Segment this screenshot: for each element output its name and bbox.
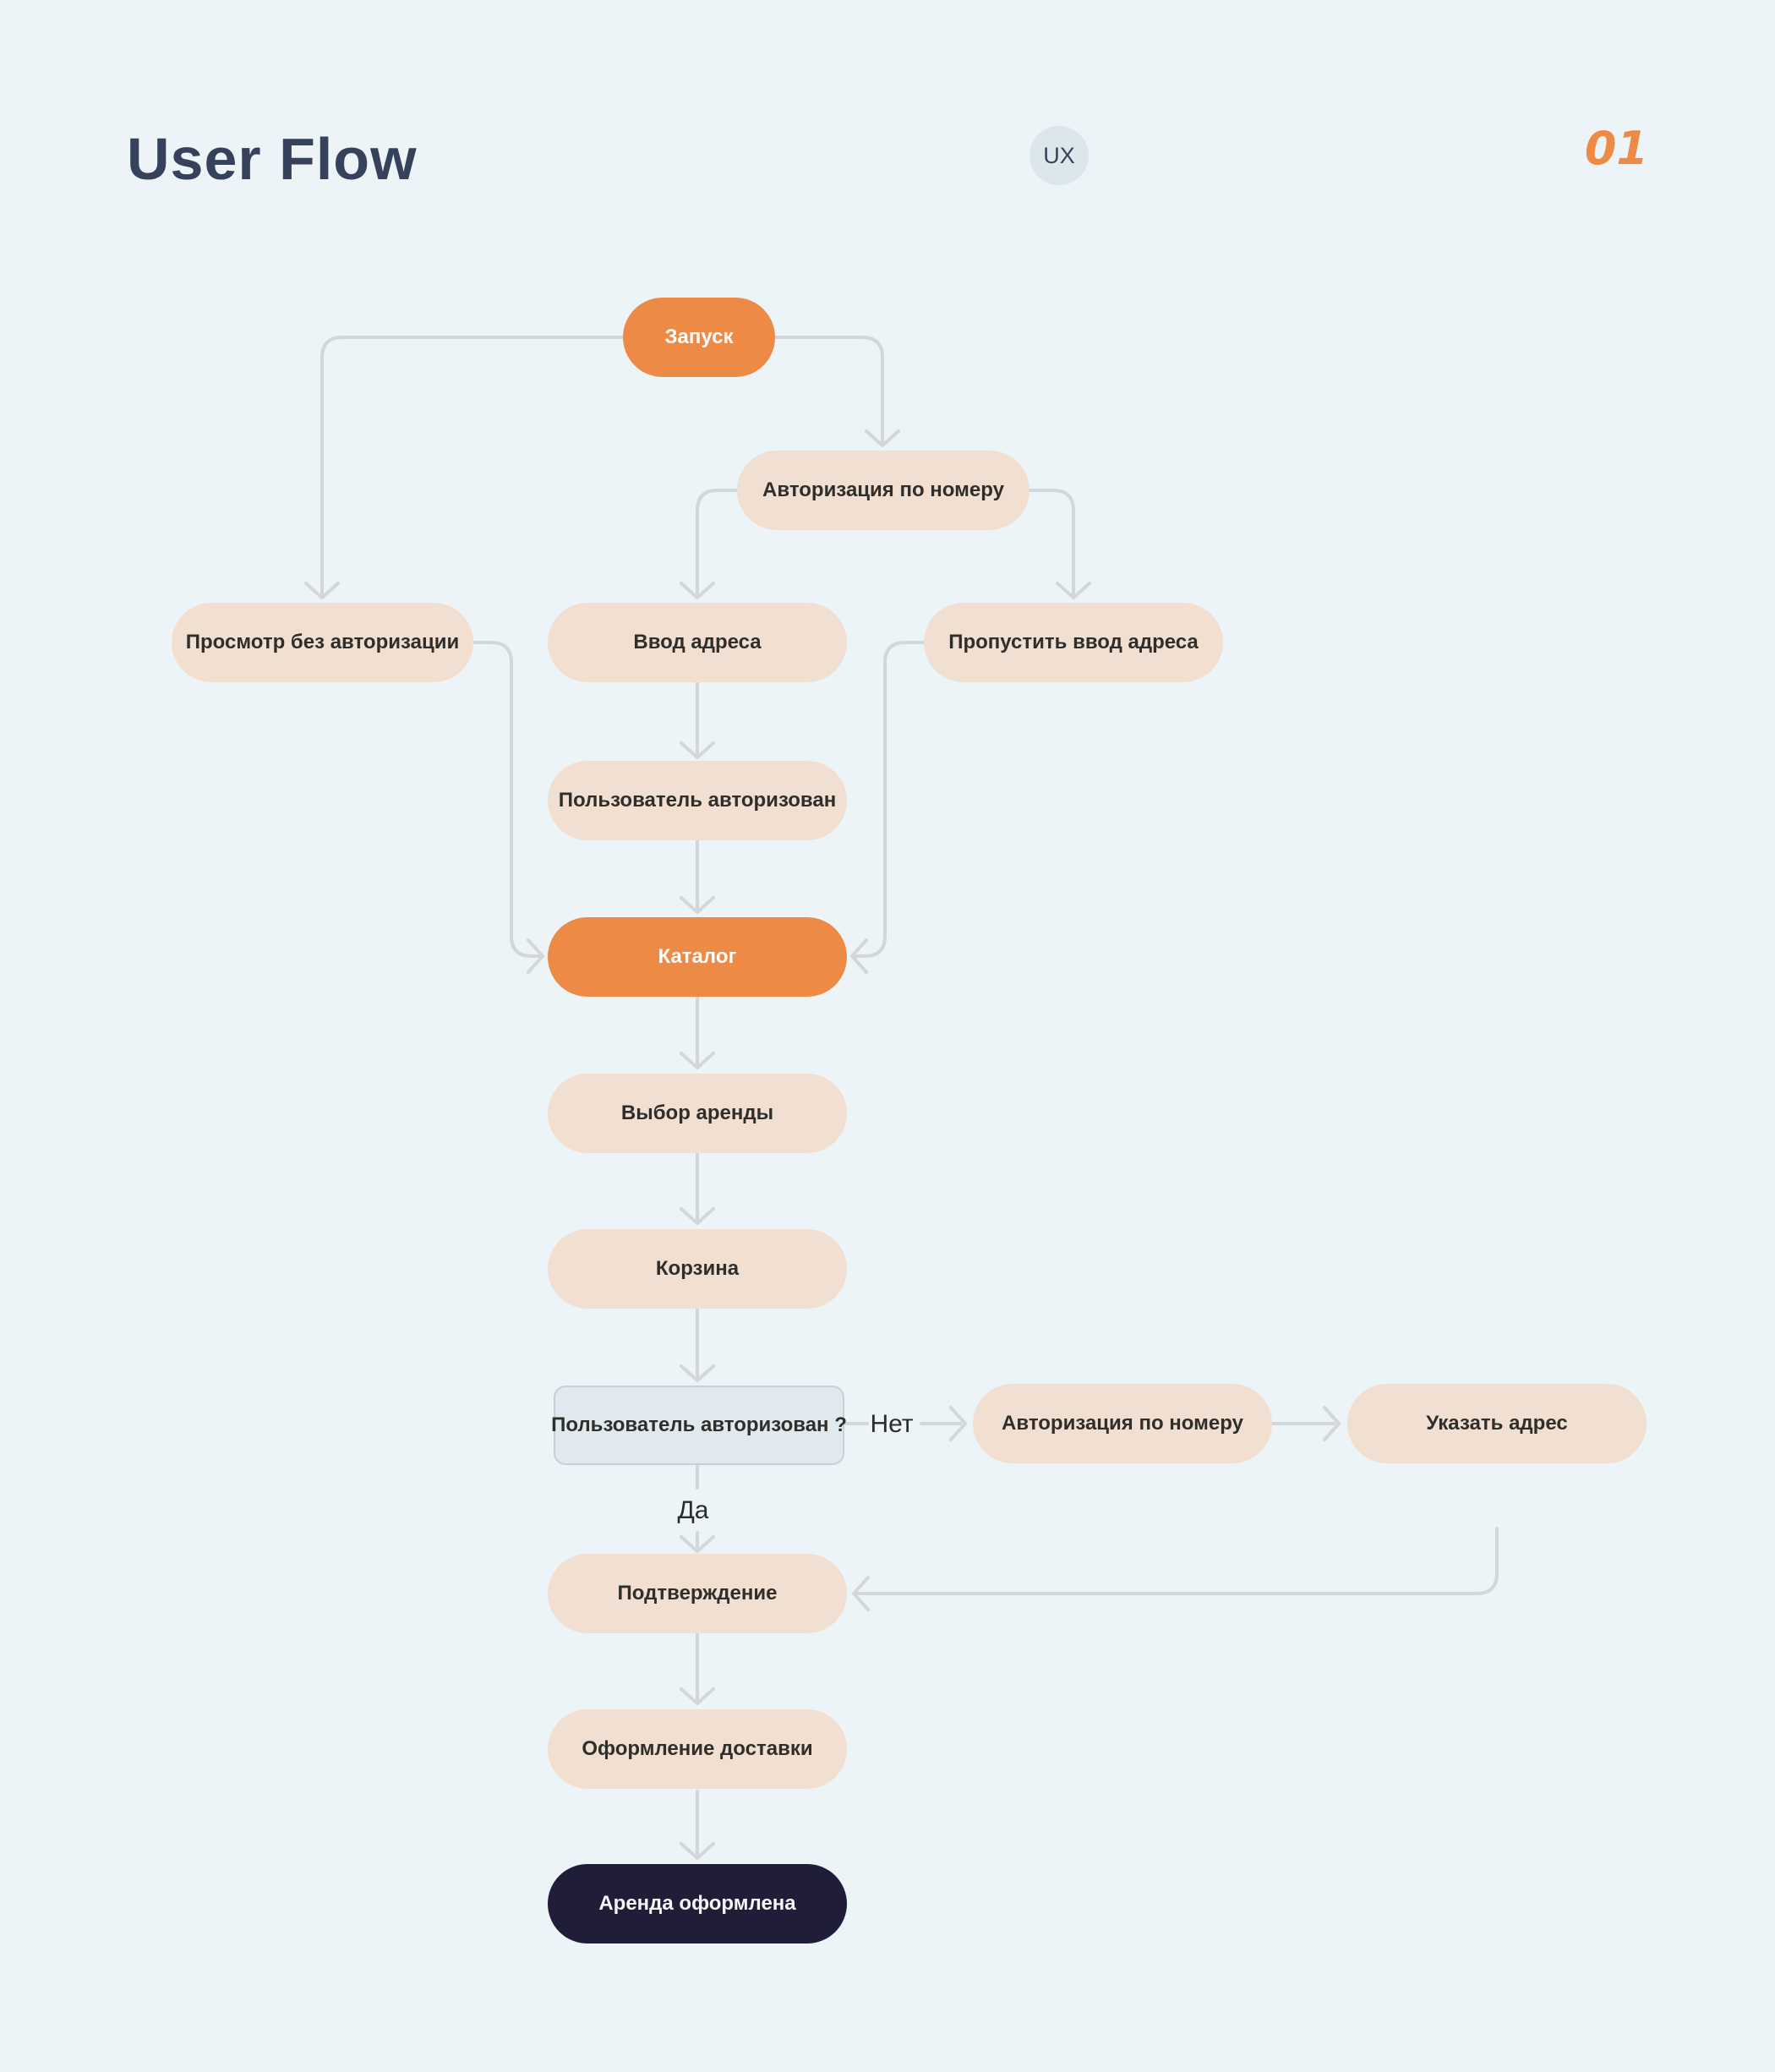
- arrowhead-down-icon: [680, 1052, 715, 1069]
- page-title: User Flow: [127, 126, 418, 192]
- node-cart: Корзина: [548, 1229, 847, 1309]
- page-number: 01: [1584, 122, 1648, 175]
- ux-badge: UX: [1030, 126, 1089, 185]
- edge-browse-to-catalog: [472, 641, 541, 958]
- arrowhead-down-icon: [680, 1535, 715, 1553]
- edge-auth-to-enter-address: [696, 489, 739, 596]
- arrowhead-right-icon: [527, 938, 544, 974]
- node-rental-completed: Аренда оформлена: [548, 1864, 847, 1944]
- edge-start-to-auth: [773, 336, 884, 444]
- arrowhead-down-icon: [680, 896, 715, 914]
- node-auth-by-number-2: Авторизация по номеру: [973, 1384, 1272, 1463]
- arrowhead-down-icon: [680, 1364, 715, 1382]
- node-delivery-checkout: Оформление доставки: [548, 1709, 847, 1789]
- edge-label-no: Нет: [870, 1410, 914, 1438]
- edge-auth-to-skip-address: [1027, 489, 1075, 596]
- arrowhead-down-icon: [680, 1687, 715, 1705]
- node-enter-address: Ввод адреса: [548, 603, 847, 682]
- arrowhead-down-icon: [680, 1842, 715, 1860]
- node-skip-address: Пропустить ввод адреса: [924, 603, 1223, 682]
- node-specify-address: Указать адрес: [1347, 1384, 1647, 1463]
- node-auth-by-number: Авторизация по номеру: [737, 451, 1030, 530]
- node-browse-without-auth: Просмотр без авторизации: [172, 603, 473, 682]
- edge-specify-address-to-confirmation: [855, 1527, 1499, 1595]
- arrowhead-left-icon: [852, 1576, 870, 1611]
- node-start: Запуск: [623, 298, 775, 377]
- arrowhead-down-icon: [680, 1207, 715, 1225]
- arrowhead-right-icon: [949, 1406, 967, 1441]
- node-user-authorized: Пользователь авторизован: [548, 761, 847, 840]
- arrowhead-right-icon: [1323, 1406, 1341, 1441]
- arrowhead-down-icon: [865, 429, 900, 447]
- node-catalog: Каталог: [548, 917, 847, 997]
- arrowhead-down-icon: [680, 582, 715, 599]
- node-confirmation: Подтверждение: [548, 1554, 847, 1633]
- node-rental-selection: Выбор аренды: [548, 1074, 847, 1153]
- edge-skip-address-to-catalog: [854, 641, 926, 958]
- arrowhead-down-icon: [1056, 582, 1091, 599]
- arrowhead-down-icon: [304, 582, 340, 599]
- node-is-authorized-decision: Пользователь авторизован ?: [551, 1386, 847, 1465]
- arrowhead-down-icon: [680, 741, 715, 759]
- arrowhead-left-icon: [850, 938, 868, 974]
- edge-start-to-browse: [320, 336, 625, 596]
- edge-label-yes: Да: [677, 1496, 709, 1524]
